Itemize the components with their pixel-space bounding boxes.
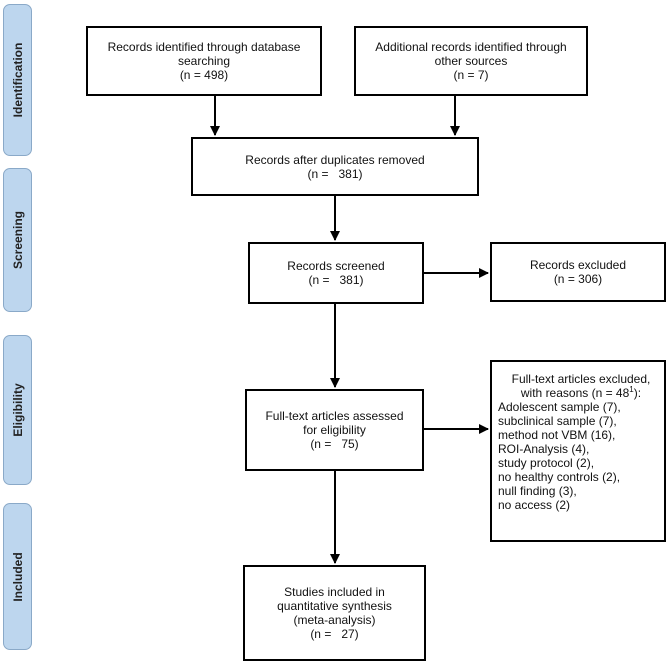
box-records-excluded: Records excluded (n = 306) <box>490 242 666 302</box>
box-other-line1: Additional records identified through <box>375 40 567 54</box>
exclusion-reason: method not VBM (16), <box>498 428 616 442</box>
exclusion-reason: subclinical sample (7), <box>498 414 617 428</box>
exclusion-reason: Adolescent sample (7), <box>498 400 621 414</box>
box-other-count: (n = 7) <box>453 68 489 82</box>
excluded-count-prefix: with reasons (n = 48 <box>520 386 630 400</box>
box-screened-count: (n = 381) <box>308 273 364 287</box>
box-additional-records: Additional records identified through ot… <box>354 26 588 96</box>
exclusion-reason: null finding (3), <box>498 484 577 498</box>
box-fulltext-excluded-count: with reasons (n = 481): <box>520 385 642 401</box>
box-other-line2: other sources <box>434 54 508 68</box>
excluded-count-footnote: 1 <box>629 385 634 394</box>
box-fulltext-excluded: Full-text articles excluded, with reason… <box>490 360 666 542</box>
exclusion-reason: ROI-Analysis (4), <box>498 442 590 456</box>
box-fulltext-assessed: Full-text articles assessed for eligibil… <box>245 389 424 471</box>
box-included-line1: Studies included in <box>284 585 385 599</box>
stage-screening: Screening <box>3 168 32 312</box>
exclusion-reason: study protocol (2), <box>498 456 595 470</box>
box-fulltext-excluded-title: Full-text articles excluded, <box>511 372 651 386</box>
exclusion-reason: no access (2) <box>498 498 571 512</box>
box-records-screened: Records screened (n = 381) <box>248 242 424 304</box>
box-database-count: (n = 498) <box>179 68 229 82</box>
box-included-line2: quantitative synthesis <box>277 599 392 613</box>
box-fulltext-count: (n = 75) <box>310 437 359 451</box>
stage-identification: Identification <box>3 4 32 156</box>
box-included-line3: (meta-analysis) <box>293 613 376 627</box>
box-excluded-count: (n = 306) <box>553 272 603 286</box>
box-duplicates-line1: Records after duplicates removed <box>245 152 425 167</box>
excluded-count-suffix: ): <box>633 386 642 400</box>
box-fulltext-line1: Full-text articles assessed <box>265 409 404 423</box>
stage-included: Included <box>3 503 32 650</box>
stage-eligibility: Eligibility <box>3 335 32 485</box>
box-included-count: (n = 27) <box>310 627 359 641</box>
box-database-line2: searching <box>177 54 231 68</box>
box-duplicates-count: (n = 381) <box>307 166 363 181</box>
box-fulltext-line2: for eligibility <box>303 423 366 437</box>
box-database-line1: Records identified through database <box>107 40 301 54</box>
exclusion-reason: no healthy controls (2), <box>498 470 621 484</box>
box-after-duplicates: Records after duplicates removed (n = 38… <box>191 137 479 196</box>
box-screened-line1: Records screened <box>287 259 385 273</box>
box-records-identified-database: Records identified through database sear… <box>86 26 322 96</box>
box-studies-included: Studies included in quantitative synthes… <box>243 565 426 661</box>
box-excluded-line1: Records excluded <box>529 258 627 272</box>
